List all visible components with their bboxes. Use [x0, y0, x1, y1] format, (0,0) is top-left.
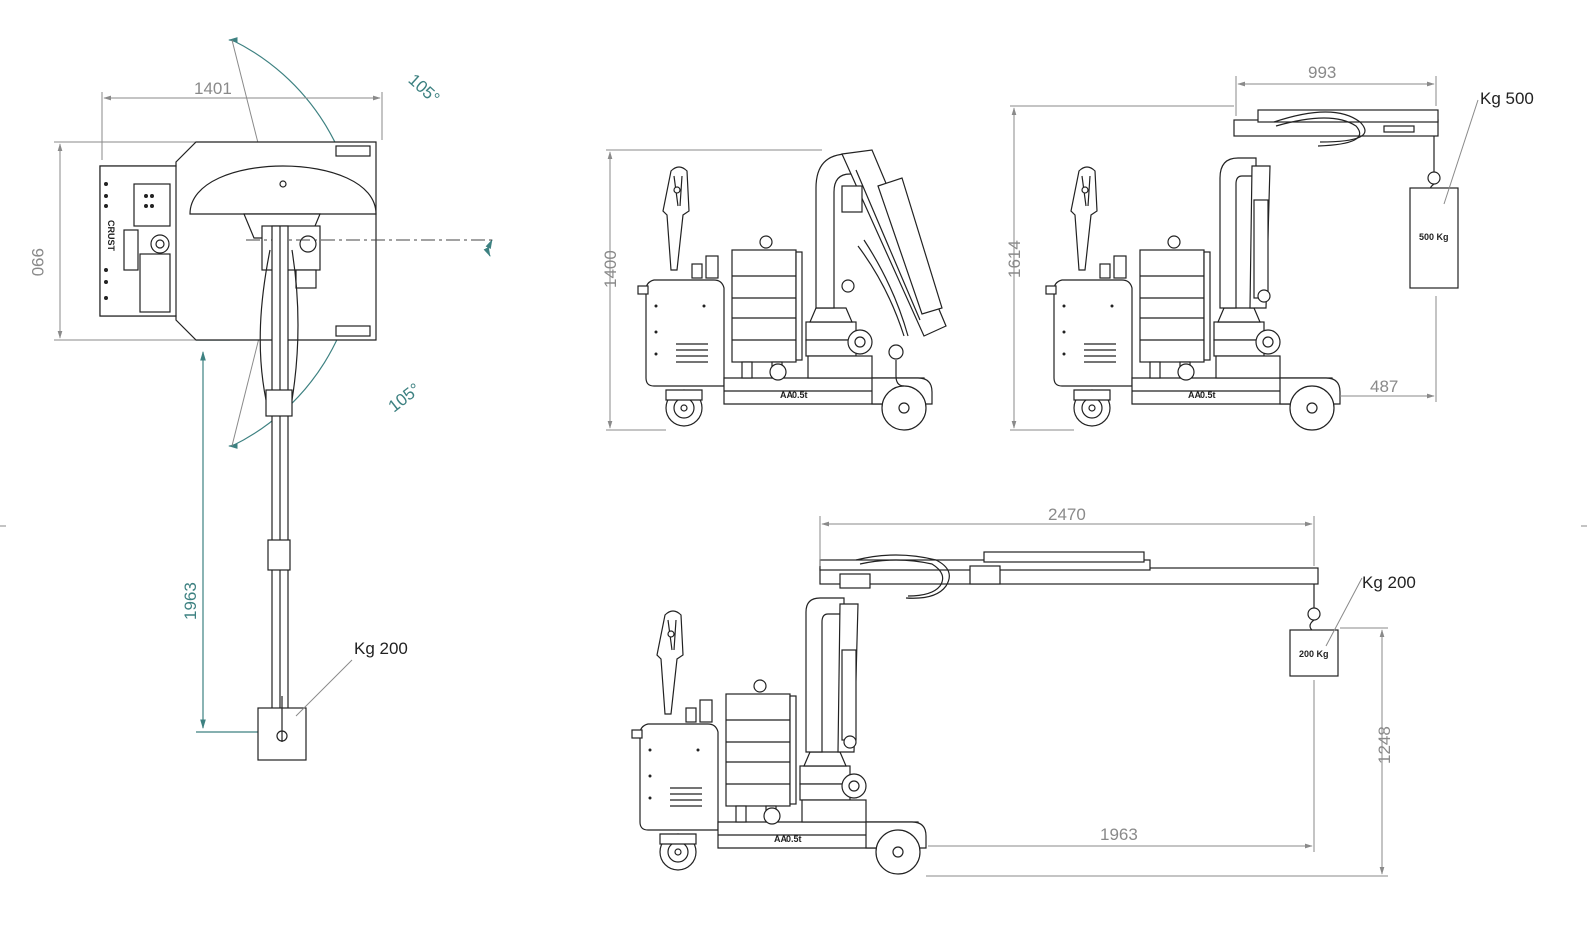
width-dimension: 1401 — [194, 79, 232, 98]
max-badge: 0.5t — [786, 834, 802, 844]
extended-overhang-dimension: 487 — [1370, 377, 1398, 396]
side-view-folded: 0.5t 1400 — [601, 149, 947, 431]
folded-height-dimension: 1400 — [601, 250, 620, 288]
reach-dimension: 1963 — [181, 582, 200, 620]
max-height-dimension: 1248 — [1375, 726, 1394, 764]
top-view: 105° 105° 1401 990 1963 CRUST — [28, 37, 493, 761]
extended-block-label: 500 Kg — [1419, 232, 1449, 242]
depth-dimension: 990 — [28, 248, 47, 276]
extended-badge: 0.5t — [1200, 390, 1216, 400]
angle-bottom-label: 105° — [385, 379, 424, 416]
extended-load-label: Kg 500 — [1480, 89, 1534, 108]
top-load-label: Kg 200 — [354, 639, 408, 658]
angle-top-label: 105° — [405, 70, 444, 108]
extended-reach-dimension: 993 — [1308, 63, 1336, 82]
side-view-extended: 0.5t 500 Kg Kg 500 993 1614 487 — [1005, 63, 1534, 431]
extended-height-dimension: 1614 — [1005, 240, 1024, 278]
max-block-label: 200 Kg — [1299, 649, 1329, 659]
max-load-label: Kg 200 — [1362, 573, 1416, 592]
max-reach-dimension: 2470 — [1048, 505, 1086, 524]
folded-badge: 0.5t — [792, 390, 808, 400]
brand-label: CRUST — [106, 220, 116, 252]
max-wheel-reach-dimension: 1963 — [1100, 825, 1138, 844]
side-view-max-reach: 0.5t 200 Kg Kg 200 2470 1248 — [631, 505, 1416, 877]
